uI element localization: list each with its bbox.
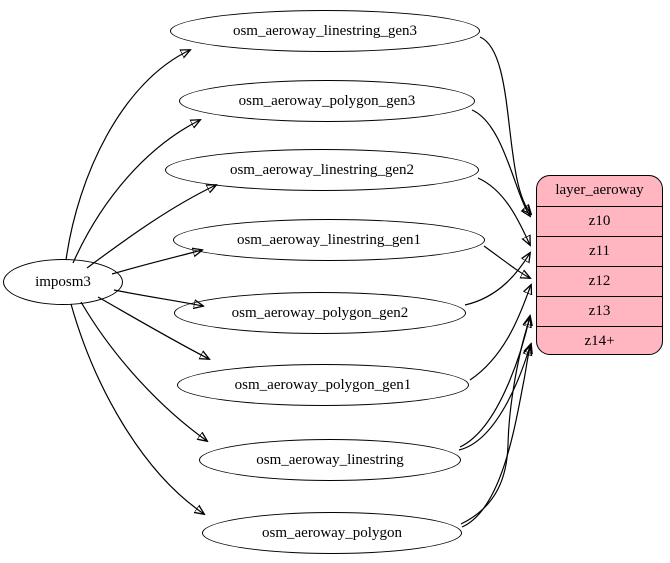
node-osm-aeroway-linestring-gen1: osm_aeroway_linestring_gen1 [173,219,485,261]
node-osm-aeroway-linestring-gen3: osm_aeroway_linestring_gen3 [170,10,480,52]
edge-linestring-gen1-z12 [483,245,530,278]
node-osm-aeroway-linestring: osm_aeroway_linestring [199,439,461,481]
node-osm-aeroway-polygon-gen3: osm_aeroway_polygon_gen3 [179,80,475,122]
edge-polygon-gen3-z10 [471,109,530,216]
node-label: osm_aeroway_polygon_gen2 [231,304,409,321]
layer-aeroway-row-z10: z10 [537,206,662,236]
layer-aeroway-row-z12: z12 [537,266,662,296]
edge-linestring-gen2-z11 [477,177,530,245]
edge-imposm3-linestring-gen2 [86,185,216,269]
node-osm-aeroway-polygon-gen1: osm_aeroway_polygon_gen1 [177,364,469,406]
node-label: osm_aeroway_linestring_gen2 [229,161,415,178]
node-imposm3: imposm3 [3,259,123,305]
node-osm-aeroway-linestring-gen2: osm_aeroway_linestring_gen2 [165,149,479,191]
edge-linestring-z14 [458,346,530,451]
node-imposm3-label: imposm3 [35,273,91,290]
node-label: osm_aeroway_linestring [256,451,404,468]
node-label: osm_aeroway_polygon [262,524,402,541]
layer-aeroway-title: layer_aeroway [555,182,644,198]
node-label: osm_aeroway_linestring_gen1 [236,231,422,248]
edge-polygon-gen1-z12 [469,285,531,381]
node-osm-aeroway-polygon: osm_aeroway_polygon [202,512,462,554]
edge-imposm3-linestring-gen1 [111,250,202,275]
node-label: osm_aeroway_linestring_gen3 [232,22,418,39]
edge-linestring-gen3-z10 [479,36,531,214]
layer-aeroway-row-z11: z11 [537,236,662,266]
node-layer-aeroway: layer_aeroway z10 z11 z12 z13 z14+ [536,175,663,355]
layer-aeroway-row-z14plus: z14+ [537,326,662,354]
layer-aeroway-row-z13: z13 [537,296,662,326]
edge-polygon-z14 [461,344,531,528]
edge-imposm3-linestring [80,301,207,441]
edge-imposm3-polygon [70,303,204,514]
edge-imposm3-linestring-gen3 [65,50,190,261]
edge-linestring-z13 [459,316,530,448]
node-label: osm_aeroway_polygon_gen1 [234,376,412,393]
edge-polygon-gen2-z11 [464,253,530,306]
node-label: osm_aeroway_polygon_gen3 [238,92,416,109]
edge-polygon-z13 [460,318,530,525]
node-osm-aeroway-polygon-gen2: osm_aeroway_polygon_gen2 [174,292,466,334]
